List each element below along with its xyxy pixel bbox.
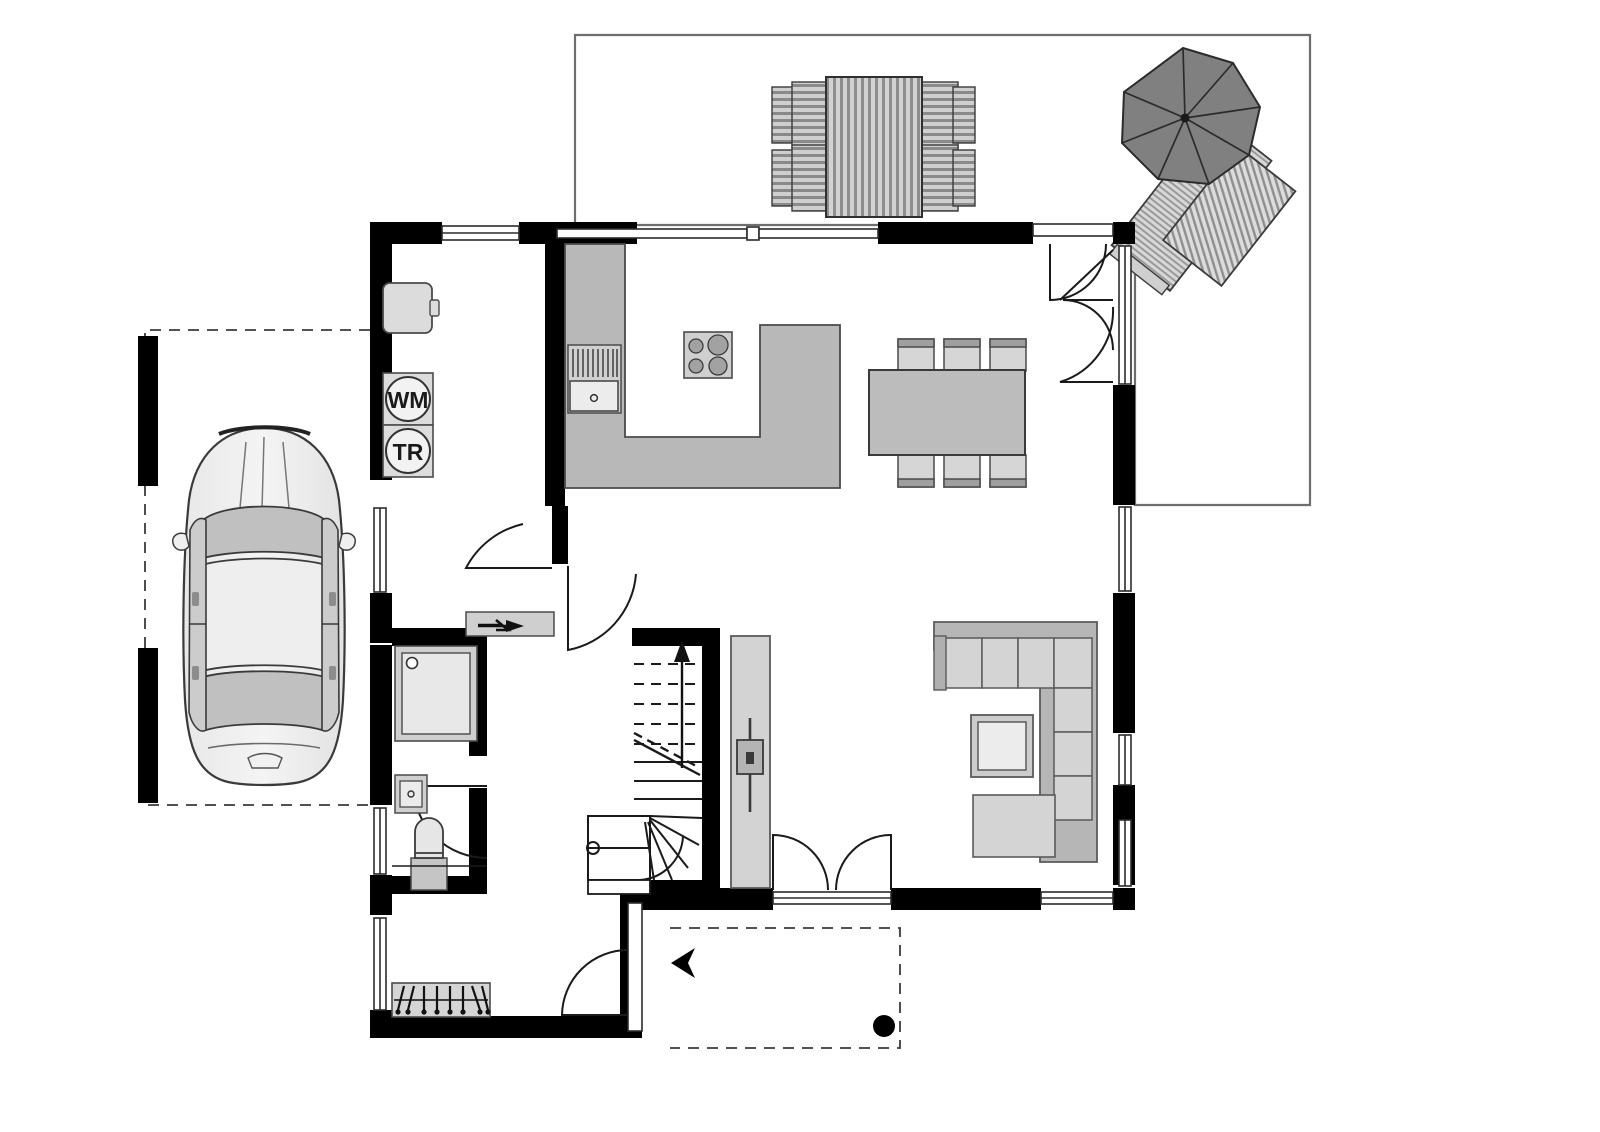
coffee-table bbox=[970, 714, 1034, 778]
car-windshield bbox=[195, 505, 333, 562]
sofa-cushion bbox=[1017, 637, 1055, 689]
sofa-armrest bbox=[933, 635, 947, 691]
carport-wall-lower bbox=[138, 648, 158, 803]
walls bbox=[370, 222, 1135, 1038]
car-mirror-right bbox=[338, 532, 356, 551]
indoor-dining-table bbox=[868, 369, 1026, 456]
outdoor-chair bbox=[771, 144, 831, 212]
bathroom-fixtures bbox=[394, 645, 478, 891]
sofa-chaise bbox=[972, 794, 1056, 858]
car-mirror-left bbox=[172, 532, 190, 551]
partition-stair-bottom bbox=[632, 880, 720, 898]
wardrobe bbox=[730, 635, 771, 889]
car-rear-window bbox=[198, 670, 330, 732]
flow-unit bbox=[465, 611, 555, 637]
staircase bbox=[586, 640, 703, 895]
carport bbox=[138, 329, 370, 806]
wall-top-3 bbox=[878, 222, 1033, 244]
dining-chair bbox=[897, 338, 935, 372]
partition-hall-stub bbox=[552, 506, 568, 564]
cooktop bbox=[683, 331, 733, 379]
stair-up-arrow bbox=[674, 640, 690, 662]
door-swing-living-left bbox=[772, 833, 829, 891]
outdoor-chair bbox=[919, 81, 976, 149]
wall-bottom-entry bbox=[370, 1016, 642, 1038]
wall-right-2 bbox=[1113, 593, 1135, 733]
kitchen-counter bbox=[564, 243, 841, 489]
door-swing-entry bbox=[560, 949, 629, 1016]
dining-chair bbox=[989, 454, 1027, 488]
carport-wall-upper bbox=[138, 336, 158, 486]
toilet bbox=[410, 817, 448, 891]
door-swing-terrace-2 bbox=[1062, 299, 1114, 351]
parasol-pole bbox=[1180, 113, 1190, 123]
outdoor-chair bbox=[771, 81, 831, 149]
door-swing-hall bbox=[567, 566, 637, 652]
wall-top-corner bbox=[1113, 222, 1135, 244]
entry-door-frame bbox=[627, 902, 643, 1032]
fridge-handle bbox=[429, 299, 440, 317]
shower-drain bbox=[405, 656, 419, 670]
wash-basin bbox=[394, 774, 428, 814]
sofa-cushion bbox=[1053, 775, 1093, 821]
dining-chair bbox=[989, 338, 1027, 372]
window-top-terrace-door bbox=[1032, 223, 1114, 237]
shower bbox=[394, 645, 478, 742]
sofa-cushion bbox=[1053, 731, 1093, 777]
door-swing-terrace-1 bbox=[1049, 243, 1107, 302]
door-swing-living-right bbox=[835, 833, 892, 891]
carport-outline bbox=[144, 329, 370, 806]
wall-left-3 bbox=[370, 593, 392, 643]
sofa-cushion bbox=[943, 637, 983, 689]
support-column-dot bbox=[873, 1015, 895, 1037]
wall-left-4 bbox=[370, 645, 392, 805]
sofa-cushion bbox=[1053, 637, 1093, 689]
outdoor-dining-set bbox=[771, 76, 976, 218]
wall-bottom-corner bbox=[1113, 888, 1135, 910]
entry-canopy bbox=[670, 927, 901, 1049]
window-top-dining bbox=[758, 228, 879, 239]
dining-chair bbox=[897, 454, 935, 488]
windows bbox=[373, 223, 1132, 1032]
wall-left-5 bbox=[370, 875, 392, 915]
sofa-cushion bbox=[1053, 687, 1093, 733]
partition-stair-right bbox=[702, 628, 720, 898]
dining-chair bbox=[943, 454, 981, 488]
utility-room-fixtures: WM TR bbox=[382, 282, 440, 478]
kitchen-sink bbox=[567, 344, 622, 414]
partition-stair-top bbox=[632, 628, 720, 646]
wall-bottom-mid-2 bbox=[891, 888, 1041, 910]
newel-post bbox=[586, 841, 600, 855]
wall-right-1 bbox=[1113, 385, 1135, 505]
window-top-kitchen bbox=[556, 228, 748, 239]
car-roof bbox=[197, 557, 331, 674]
door-swing-utility bbox=[464, 523, 552, 569]
outdoor-dining-table bbox=[825, 76, 923, 218]
wall-left-1 bbox=[370, 222, 392, 290]
door-leaf-terrace-1 bbox=[1059, 249, 1114, 301]
coat-rack bbox=[391, 982, 491, 1018]
section-view-arrow bbox=[671, 948, 695, 978]
indoor-dining-set bbox=[868, 338, 1027, 488]
sofa-cushion bbox=[981, 637, 1019, 689]
partition-bath-top bbox=[392, 628, 487, 646]
parasol bbox=[1120, 46, 1262, 186]
car bbox=[172, 425, 356, 787]
partition-utility-kitchen bbox=[545, 244, 565, 506]
living-room-seating bbox=[933, 621, 1098, 863]
door-swing-terrace-3 bbox=[1059, 306, 1115, 383]
refrigerator bbox=[382, 282, 433, 334]
dining-chair bbox=[943, 338, 981, 372]
sill-lines bbox=[392, 865, 487, 867]
partition-bath-right-lower bbox=[469, 788, 487, 876]
outdoor-chair bbox=[919, 144, 976, 212]
